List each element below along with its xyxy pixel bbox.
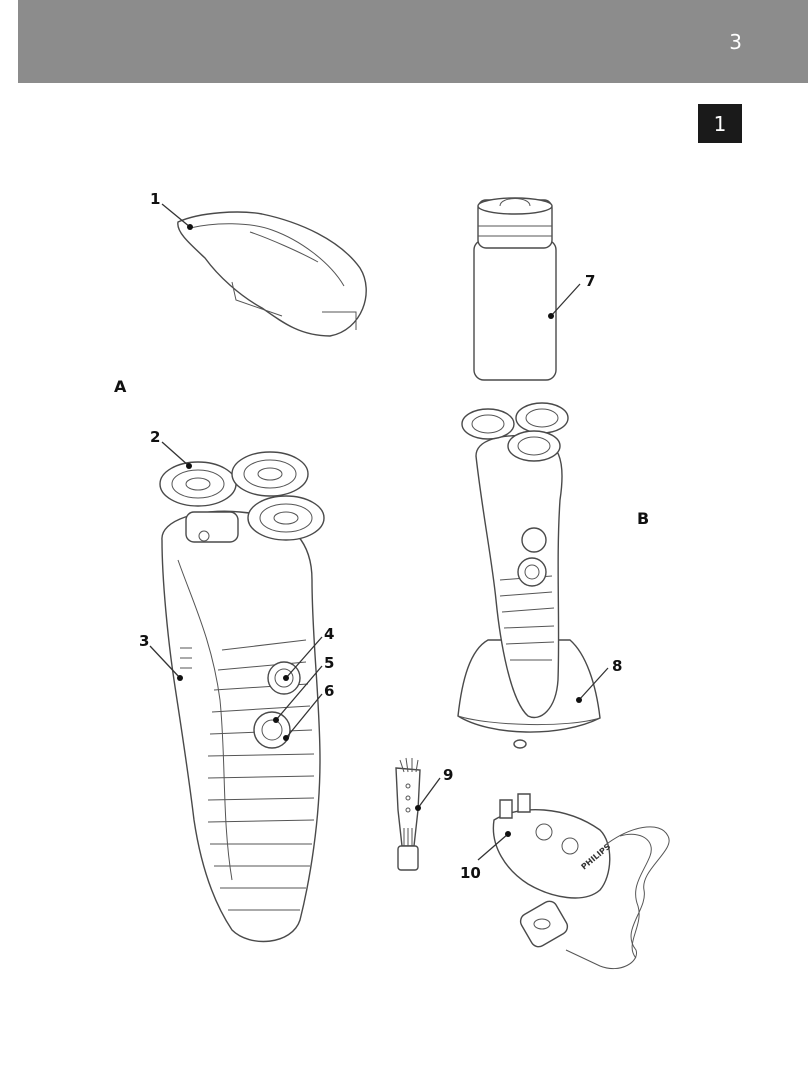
travel-case-illustration xyxy=(474,198,556,380)
callout-6-label: 6 xyxy=(324,682,334,700)
adapter-illustration: PHILIPS xyxy=(493,794,669,969)
callout-2: 2 xyxy=(150,428,192,469)
callout-8-label: 8 xyxy=(612,657,622,675)
callout-9-label: 9 xyxy=(443,766,453,784)
figure-label-b: B xyxy=(637,509,649,528)
shaver-illustration xyxy=(160,452,324,941)
cleaning-brush-illustration xyxy=(396,758,420,870)
figure-label-a: A xyxy=(114,377,127,396)
callout-5-label: 5 xyxy=(324,654,334,672)
shaver-on-stand-illustration xyxy=(458,403,600,748)
callout-9: 9 xyxy=(415,766,453,811)
callout-1-label: 1 xyxy=(150,190,160,208)
callout-2-label: 2 xyxy=(150,428,160,446)
callout-4-label: 4 xyxy=(324,625,334,643)
callout-3-label: 3 xyxy=(139,632,149,650)
callout-10-label: 10 xyxy=(460,864,481,882)
callout-1: 1 xyxy=(150,190,193,230)
callout-7-label: 7 xyxy=(585,272,595,290)
protection-cap-illustration xyxy=(178,212,366,336)
